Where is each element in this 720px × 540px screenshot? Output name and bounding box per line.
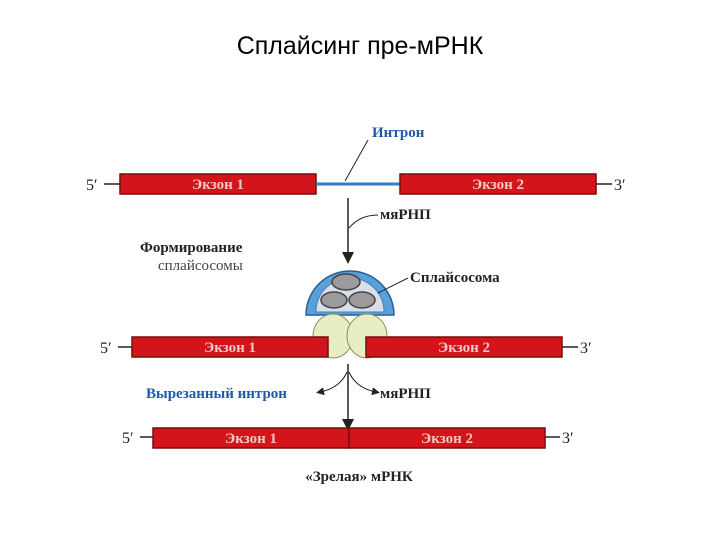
arrow-snrnp-out [348,371,380,396]
mature-mrna-label: «Зрелая» мРНК [305,469,413,485]
formation-label-line2: сплайсосомы [158,258,243,274]
row3-exon2 [348,427,546,449]
row2-five-prime: 5′ [100,340,112,357]
spliceosome-label: Сплайсосома [410,270,500,286]
intron-label: Интрон [372,125,425,141]
snrnp-particle [348,291,376,309]
excised-intron-label: Вырезанный интрон [146,386,287,402]
row1-three-prime: 3′ [614,177,626,194]
page-title: Сплайсинг пре-мРНК [236,32,484,60]
row1-five-prime: 5′ [86,177,98,194]
row1-exon1-label: Экзон 1 [192,177,244,193]
row3-five-prime: 5′ [122,430,134,447]
snrnp-in-label: мяРНП [380,207,431,223]
row2-exon1-label: Экзон 1 [204,340,256,356]
row2-exon1 [131,336,329,358]
snrnp-particle [331,273,361,291]
spliceosome-pointer [377,277,409,294]
row3-exon2-label: Экзон 2 [421,431,473,447]
formation-label-line1: Формирование [140,240,243,256]
arrow-excised-intron [316,371,348,396]
row1-exon2-label: Экзон 2 [472,177,524,193]
snrnp-in-pointer [348,214,379,229]
row3-exon1-label: Экзон 1 [225,431,277,447]
snrnp-particle [320,291,348,309]
row2-exon2-label: Экзон 2 [438,340,490,356]
row2-three-prime: 3′ [580,340,592,357]
snrnp-out-label: мяРНП [380,386,431,402]
intron-pointer [344,139,369,182]
row3-three-prime: 3′ [562,430,574,447]
